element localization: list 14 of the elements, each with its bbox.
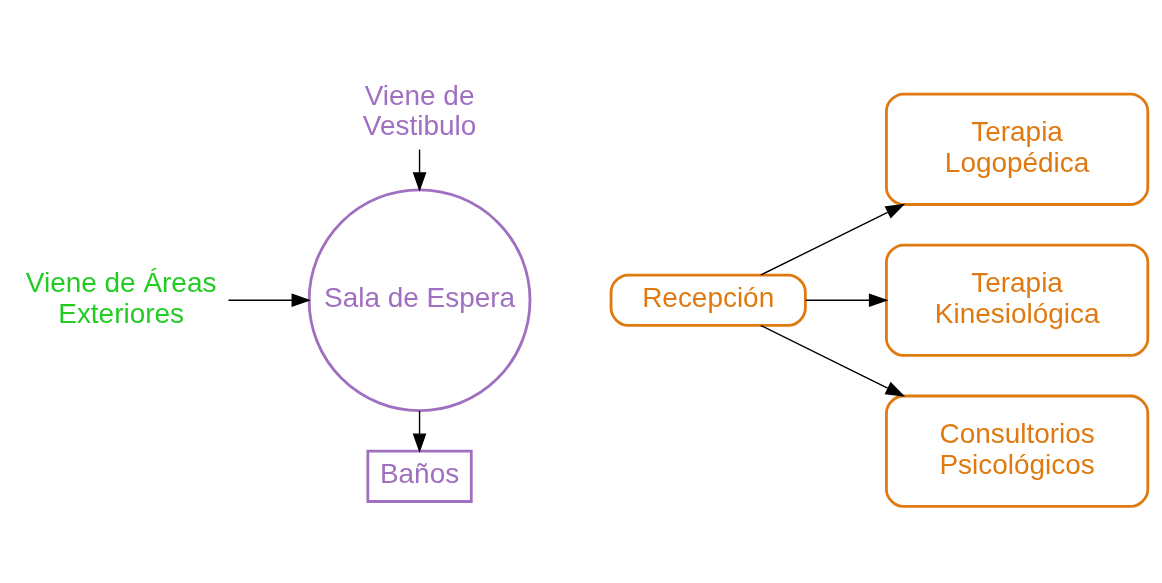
node-box: Recepción [609,273,807,327]
node-text: Viene de Áreas Exteriores [25,266,217,329]
node-box: Consultorios Psicológicos [885,394,1150,508]
arrow [412,410,427,453]
node-box: Terapia Logopédica [885,92,1150,206]
arrow [227,293,312,308]
arrow [412,148,427,192]
node-box: Baños [366,449,473,503]
arrow [804,293,889,308]
arrow [760,203,906,276]
node-box: Terapia Kinesiológica [885,243,1150,357]
arrow [760,324,906,397]
node-text: Viene de Vestibulo [362,79,477,142]
node-circle: Sala de Espera [307,188,532,413]
